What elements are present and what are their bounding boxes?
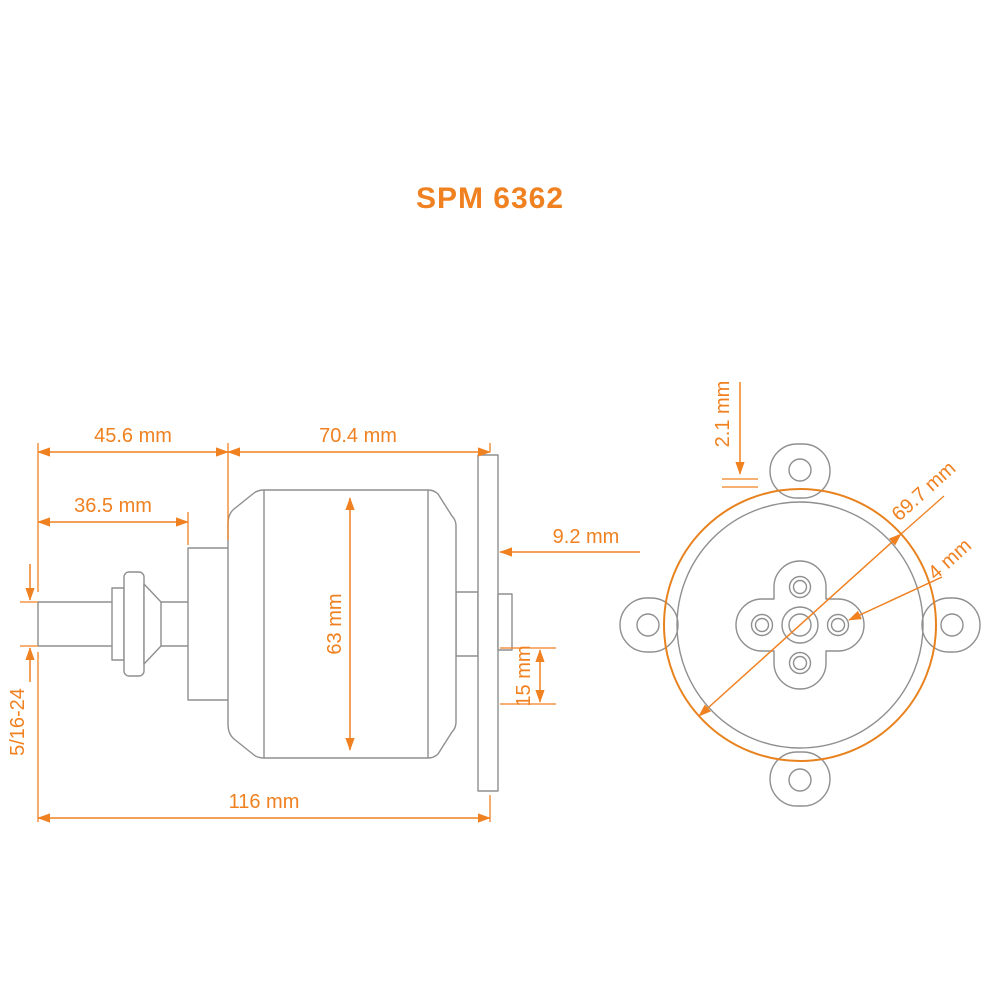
motor-hub xyxy=(187,547,231,701)
dim-label-hole-diameter: 4 mm xyxy=(924,535,976,585)
dim-label-plate-offset: 9.2 mm xyxy=(553,526,620,548)
ear-hole-right xyxy=(940,613,964,637)
dim-label-body-diameter: 63 mm xyxy=(324,593,346,654)
mount-ear-right xyxy=(921,597,981,653)
rim-circle xyxy=(676,501,924,749)
dim-label-body-length: 70.4 mm xyxy=(319,425,397,447)
mount-ear-bottom xyxy=(769,751,831,807)
side-view-dimensions: 45.6 mm 70.4 mm 36.5 mm 9.2 mm 63 mm 15 … xyxy=(7,425,640,823)
side-view xyxy=(37,454,513,792)
collar-disc xyxy=(123,571,145,677)
rear-shaft-stub xyxy=(497,593,513,651)
dim-label-shaft-length: 36.5 mm xyxy=(74,495,152,517)
collar-neck xyxy=(111,587,125,661)
dim-label-mount-diameter: 69.7 mm xyxy=(888,457,961,525)
rear-boss xyxy=(455,591,479,657)
dim-line-mount-diameter-extension xyxy=(900,495,945,535)
mount-ear-left xyxy=(619,597,679,653)
dim-label-plate-thickness: 2.1 mm xyxy=(712,381,734,448)
can-outline-circle xyxy=(663,488,937,762)
motor-can xyxy=(227,489,457,759)
dim-label-rear-boss: 15 mm xyxy=(513,645,535,706)
dim-label-shaft-thread: 5/16-24 xyxy=(7,688,29,756)
mount-plate xyxy=(477,454,499,792)
page-title: SPM 6362 xyxy=(416,182,564,215)
ear-hole-left xyxy=(636,613,660,637)
dim-label-overall-length: 116 mm xyxy=(229,791,300,813)
dim-label-front-section: 45.6 mm xyxy=(94,425,172,447)
front-view-dimensions: 2.1 mm 69.7 mm 4 mm xyxy=(698,381,976,717)
dim-line-mount-diameter xyxy=(698,533,902,717)
collar-taper xyxy=(143,583,162,665)
ear-hole-bottom xyxy=(788,768,812,792)
dim-line-hole-diameter xyxy=(848,576,943,621)
ear-hole-top xyxy=(788,458,812,482)
mount-ear-top xyxy=(769,443,831,499)
